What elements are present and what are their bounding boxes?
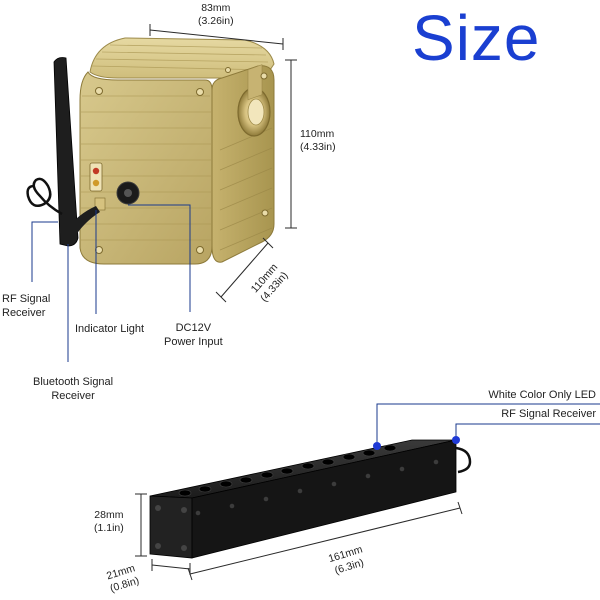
rf-receiver-label: RF Signal Receiver — [2, 292, 50, 320]
label-line: RF Signal — [2, 293, 51, 305]
indicator-light — [89, 162, 103, 192]
dimension-lines — [149, 24, 297, 303]
label-line: DC12V — [175, 322, 212, 334]
dim-mm: 28mm — [94, 509, 124, 521]
strip-rf-label: RF Signal Receiver — [501, 408, 596, 420]
controller-box — [79, 37, 275, 265]
wire — [26, 177, 63, 216]
callout-lines — [31, 204, 191, 362]
strip-height-dim: 28mm (1.1in) — [94, 509, 124, 535]
controller-width-dim: 83mm (3.26in) — [198, 2, 234, 28]
label-line: Receiver — [2, 307, 46, 319]
dim-in: (3.26in) — [198, 15, 234, 27]
dim-mm: 83mm — [201, 2, 231, 14]
led-bar — [149, 439, 472, 559]
label-line: Bluetooth Signal — [33, 376, 114, 388]
strip-dimension-lines — [135, 493, 463, 581]
dim-in: (1.1in) — [94, 522, 124, 534]
led-label: White Color Only LED — [488, 389, 596, 401]
page-title: Size — [412, 2, 541, 74]
label-line: Power Input — [164, 336, 223, 348]
dim-in: (4.33in) — [300, 141, 336, 153]
label-line: Receiver — [51, 390, 95, 402]
dim-mm: 110mm — [300, 128, 335, 140]
bluetooth-receiver-label: Bluetooth Signal Receiver — [33, 375, 113, 403]
power-input-label: DC12V Power Input — [164, 321, 223, 349]
indicator-light-label: Indicator Light — [75, 323, 145, 335]
strip-callouts — [373, 403, 600, 450]
antenna — [53, 57, 100, 247]
controller-height-dim: 110mm (4.33in) — [300, 128, 336, 154]
